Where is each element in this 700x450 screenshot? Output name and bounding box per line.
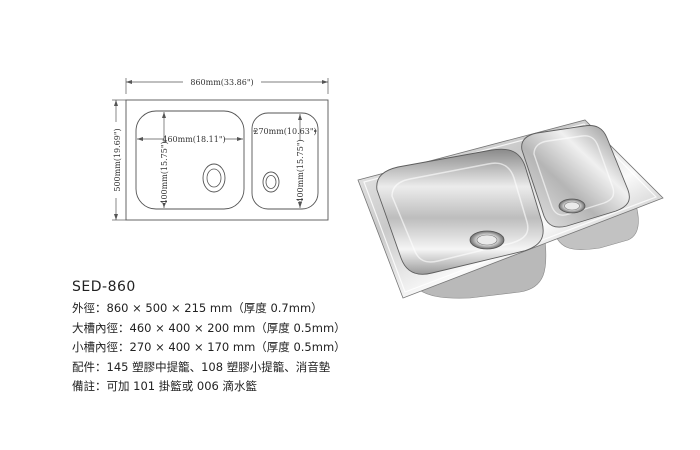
small-bowl-depth-label: 400mm(15.75") <box>296 139 305 202</box>
model-number: SED-860 <box>72 279 136 295</box>
small-bowl-outline <box>251 112 319 210</box>
spec-notes: 備註：可加 101 掛籃或 006 滴水籃 <box>72 379 258 393</box>
overall-width-label: 860mm(33.86") <box>190 78 253 87</box>
overall-depth-label: 500mm(19.69") <box>113 128 122 191</box>
spec-outer-size: 外徑：860 × 500 × 215 mm（厚度 0.7mm） <box>72 301 323 315</box>
spec-small-bowl: 小槽內徑：270 × 400 × 170 mm（厚度 0.5mm） <box>72 340 346 354</box>
big-bowl-outline <box>135 110 245 210</box>
big-bowl-depth-label: 400mm(15.75") <box>160 141 169 204</box>
big-bowl-width-label: 460mm(18.11") <box>162 135 225 144</box>
small-bowl-drain <box>262 171 280 193</box>
spec-block: SED-860 外徑：860 × 500 × 215 mm（厚度 0.7mm） … <box>72 279 346 397</box>
big-bowl-drain <box>202 163 226 193</box>
spec-big-bowl: 大槽內徑：460 × 400 × 200 mm（厚度 0.5mm） <box>72 320 346 335</box>
small-bowl-width-label: 270mm(10.63") <box>253 127 316 136</box>
spec-accessories: 配件：145 塑膠中提籠、108 塑膠小提籠、消音墊 <box>72 359 331 374</box>
sink-product-photo <box>357 119 664 299</box>
sink-outline <box>125 99 329 221</box>
